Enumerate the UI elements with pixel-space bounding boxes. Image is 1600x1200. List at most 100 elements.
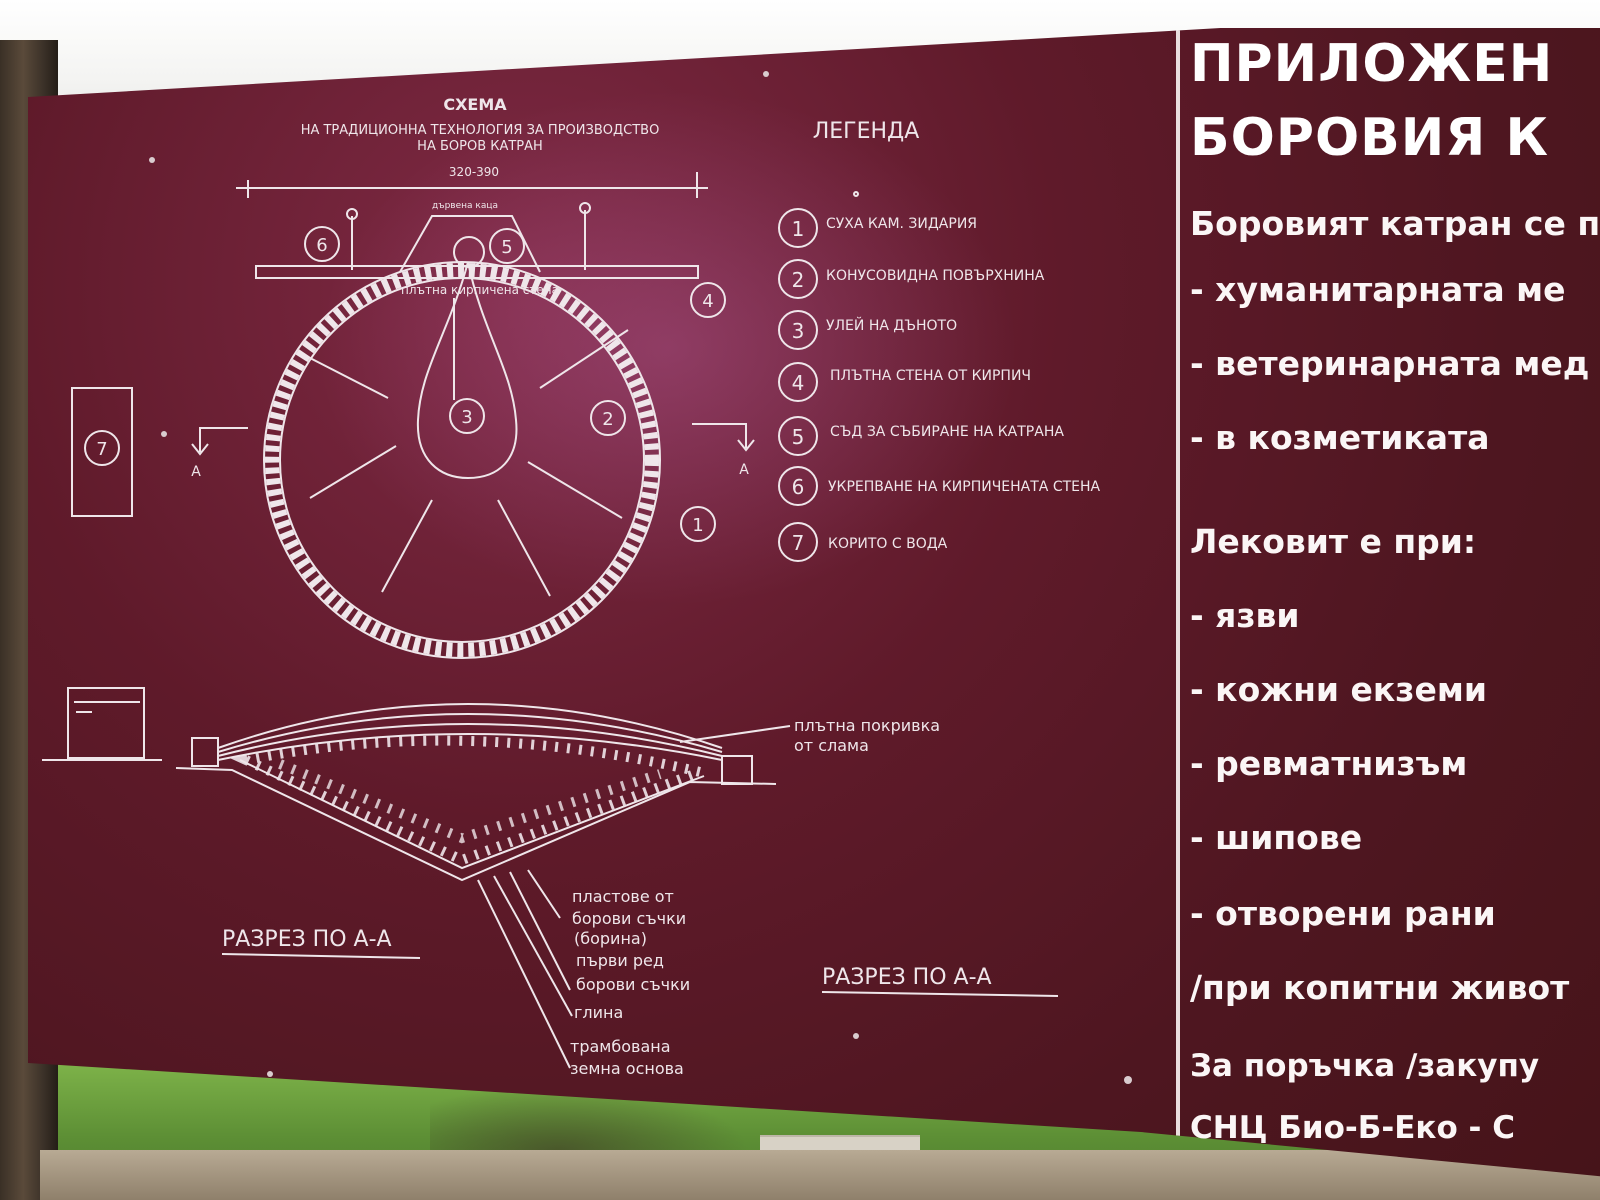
base-label-2: земна основа bbox=[570, 1059, 684, 1078]
section-arrow-right-head bbox=[737, 439, 755, 452]
svg-text:УКРЕПВАНЕ НА КИРПИЧЕНАТА СТЕНА: УКРЕПВАНЕ НА КИРПИЧЕНАТА СТЕНА bbox=[828, 479, 1101, 495]
roof-label-2: от слама bbox=[794, 736, 869, 755]
condition-item-5: - отворени рани bbox=[1190, 894, 1496, 933]
animals-note: /при копитни живот bbox=[1190, 968, 1570, 1007]
condition-item-1: - язви bbox=[1190, 596, 1300, 635]
svg-text:3: 3 bbox=[792, 319, 805, 343]
condition-item-2: - кожни екземи bbox=[1190, 670, 1487, 709]
leader-layers bbox=[527, 869, 561, 919]
screw bbox=[1124, 1076, 1132, 1084]
marker-1: 1 bbox=[680, 506, 716, 542]
legend-item-7: 7 КОРИТО С ВОДА bbox=[778, 522, 948, 562]
marker-4: 4 bbox=[690, 282, 726, 318]
section-arrow-left-head bbox=[191, 443, 209, 456]
marker-6: 6 bbox=[304, 226, 340, 262]
radial-line bbox=[381, 499, 433, 593]
leader-first-row bbox=[509, 871, 571, 991]
legend-dot bbox=[853, 191, 859, 197]
svg-text:2: 2 bbox=[792, 268, 805, 292]
svg-text:5: 5 bbox=[792, 425, 805, 449]
svg-text:КОНУСОВИДНА ПОВЪРХНИНА: КОНУСОВИДНА ПОВЪРХНИНА bbox=[826, 268, 1045, 284]
svg-text:3: 3 bbox=[461, 407, 472, 428]
roof-label-1: плътна покривка bbox=[794, 716, 940, 735]
section-arrow-left bbox=[199, 427, 248, 452]
section-label-left: РАЗРЕЗ ПО А-А bbox=[222, 927, 392, 952]
right-intro: Боровият катран се п bbox=[1190, 204, 1600, 243]
svg-text:СЪД ЗА СЪБИРАНЕ НА КАТРАНА: СЪД ЗА СЪБИРАНЕ НА КАТРАНА bbox=[830, 424, 1064, 440]
section-arrow-right bbox=[692, 423, 747, 448]
section-arrow-right-label: А bbox=[739, 462, 749, 478]
marker-2: 2 bbox=[590, 400, 626, 436]
legend-item-2: 2 КОНУСОВИДНА ПОВЪРХНИНА bbox=[778, 259, 1045, 299]
svg-text:ПЛЪТНА СТЕНА ОТ КИРПИЧ: ПЛЪТНА СТЕНА ОТ КИРПИЧ bbox=[830, 368, 1031, 384]
support-post-left-head bbox=[346, 208, 358, 220]
top-beam bbox=[255, 265, 699, 279]
radial-line bbox=[527, 461, 623, 519]
first-row-label-2: борови съчки bbox=[576, 975, 690, 994]
support-post-right-head bbox=[579, 202, 591, 214]
legend-item-1: 1 СУХА КАМ. ЗИДАРИЯ bbox=[778, 208, 977, 248]
roof-layer bbox=[217, 723, 723, 757]
leader-roof bbox=[679, 725, 791, 743]
screw bbox=[267, 1071, 273, 1077]
svg-text:СУХА КАМ. ЗИДАРИЯ: СУХА КАМ. ЗИДАРИЯ bbox=[826, 216, 977, 232]
lid-outline bbox=[399, 215, 541, 273]
svg-text:1: 1 bbox=[792, 217, 805, 241]
svg-text:6: 6 bbox=[316, 235, 327, 256]
condition-item-4: - шипове bbox=[1190, 818, 1363, 857]
svg-text:1: 1 bbox=[692, 515, 703, 536]
marker-5: 5 bbox=[489, 228, 525, 264]
pine-chips-fill bbox=[229, 735, 718, 866]
schema-title: СХЕМА bbox=[443, 95, 507, 114]
bottom-channel bbox=[416, 261, 518, 480]
use-item-2: - ветеринарната мед bbox=[1190, 344, 1590, 383]
lid-label: дървена каца bbox=[432, 201, 498, 211]
section-wall-left bbox=[191, 737, 219, 767]
roof-layer bbox=[217, 703, 723, 749]
section-wall-right bbox=[721, 755, 753, 785]
svg-text:7: 7 bbox=[96, 439, 107, 460]
section-label-right-underline bbox=[821, 991, 1059, 997]
pit-layer bbox=[239, 759, 705, 870]
outer-ring bbox=[263, 261, 661, 659]
light-glare bbox=[288, 68, 1048, 628]
trough-section bbox=[67, 687, 145, 759]
board-screws bbox=[149, 71, 1132, 1084]
radial-line bbox=[497, 499, 551, 597]
roof-layer bbox=[217, 733, 723, 761]
right-heading-2: БОРОВИЯ К bbox=[1190, 108, 1549, 168]
svg-text:КОРИТО С ВОДА: КОРИТО С ВОДА bbox=[828, 536, 948, 552]
order-line-2: СНЦ Био-Б-Еко - С bbox=[1190, 1110, 1515, 1146]
marker-3: 3 bbox=[449, 398, 485, 434]
use-item-3: - в козметиката bbox=[1190, 418, 1490, 457]
panel-divider bbox=[1176, 28, 1180, 1178]
radial-line bbox=[309, 445, 397, 499]
leader-clay bbox=[493, 875, 573, 1017]
marker-7: 7 bbox=[84, 430, 120, 466]
base-label-1: трамбована bbox=[570, 1037, 671, 1056]
svg-text:4: 4 bbox=[792, 371, 805, 395]
inner-ring bbox=[279, 277, 645, 643]
healing-title: Лековит е при: bbox=[1190, 522, 1477, 561]
legend-item-4: 4 ПЛЪТНА СТЕНА ОТ КИРПИЧ bbox=[778, 362, 1031, 402]
legend-item-5: 5 СЪД ЗА СЪБИРАНЕ НА КАТРАНА bbox=[778, 416, 1064, 456]
clay-label: глина bbox=[574, 1003, 623, 1022]
layers-label-2: борови съчки bbox=[572, 909, 686, 928]
layers-label-1: пластове от bbox=[572, 887, 674, 906]
section-label-left-underline bbox=[221, 953, 421, 959]
layers-label-3: (борина) bbox=[574, 929, 647, 948]
first-row-label-1: първи ред bbox=[576, 951, 664, 970]
svg-text:7: 7 bbox=[792, 531, 805, 555]
pit-outline bbox=[175, 767, 777, 882]
use-item-1: - хуманитарната ме bbox=[1190, 270, 1566, 309]
svg-text:2: 2 bbox=[602, 409, 613, 430]
svg-text:5: 5 bbox=[501, 237, 512, 258]
screw bbox=[161, 431, 167, 437]
schema-subtitle-1: НА ТРАДИЦИОННА ТЕХНОЛОГИЯ ЗА ПРОИЗВОДСТВ… bbox=[301, 123, 660, 138]
order-line-1: За поръчка /закупу bbox=[1190, 1048, 1540, 1084]
leader-base bbox=[477, 879, 571, 1069]
screw bbox=[763, 71, 769, 77]
water-trough bbox=[71, 387, 133, 517]
